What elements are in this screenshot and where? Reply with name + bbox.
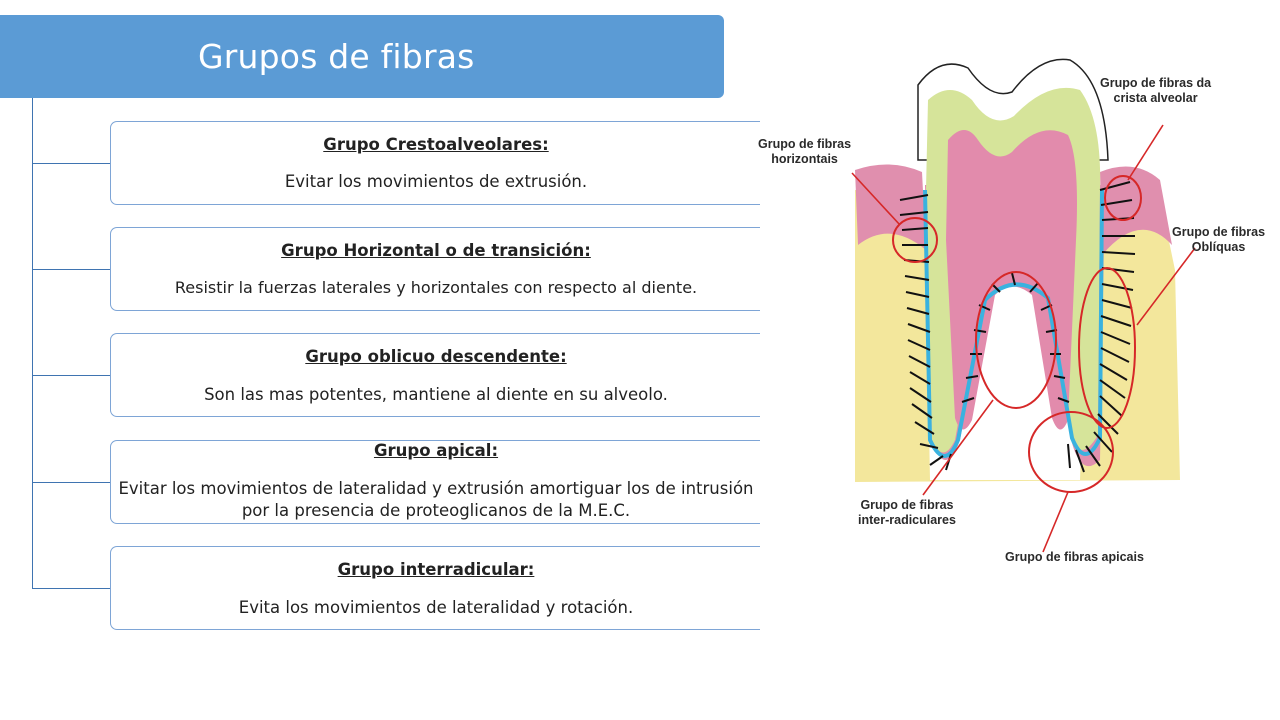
label-text: Grupo de fibras Oblíquas [1172, 225, 1266, 254]
tree-connector [32, 269, 112, 270]
label-inter-radiculares: Grupo de fibras inter-radiculares [858, 498, 956, 528]
fiber-group-card-crestoalveolar: Grupo Crestoalveolares: Evitar los movim… [110, 121, 760, 205]
circle-apical [1028, 411, 1114, 493]
label-text: Grupo de fibras inter-radiculares [858, 498, 956, 527]
card-title: Grupo Horizontal o de transición: [281, 241, 591, 260]
highlight-circles [892, 175, 1142, 493]
label-text: Grupo de fibras horizontais [758, 137, 852, 166]
tree-connector-vertical [32, 98, 33, 588]
label-obliquas: Grupo de fibras Oblíquas [1172, 225, 1265, 255]
label-text: Grupo de fibras apicais [1005, 550, 1144, 564]
slide-title: Grupos de fibras [198, 37, 475, 76]
tree-connector [32, 482, 112, 483]
gingiva [1100, 166, 1172, 255]
fiber-group-card-apical: Grupo apical: Evitar los movimientos de … [110, 440, 760, 524]
label-crista-alveolar: Grupo de fibras da crista alveolar [1100, 76, 1211, 106]
tooth-fiber-diagram: Grupo de fibras da crista alveolar Grupo… [750, 40, 1280, 580]
card-text: Resistir la fuerzas laterales y horizont… [174, 278, 698, 297]
circle-interradicular [975, 271, 1057, 409]
pulp [946, 130, 1077, 430]
card-text: Evita los movimientos de lateralidad y r… [238, 598, 634, 617]
card-text: Son las mas potentes, mantiene al diente… [204, 385, 668, 404]
tree-connector [32, 375, 112, 376]
fiber-group-card-horizontal: Grupo Horizontal o de transición: Resist… [110, 227, 760, 311]
tooth-illustration [851, 58, 1196, 553]
slide-title-bar: Grupos de fibras [0, 15, 724, 98]
label-text: Grupo de fibras da crista alveolar [1100, 76, 1212, 105]
card-text: Evitar los movimientos de lateralidad y … [118, 479, 754, 520]
card-title: Grupo Crestoalveolares: [323, 135, 549, 154]
card-title: Grupo oblicuo descendente: [305, 347, 567, 366]
label-horizontais: Grupo de fibras horizontais [758, 137, 851, 167]
label-apicais: Grupo de fibras apicais [1005, 550, 1144, 565]
card-text: Evitar los movimientos de extrusión. [284, 172, 588, 191]
card-title: Grupo interradicular: [337, 560, 535, 579]
circle-obliquas [1078, 267, 1136, 429]
fiber-group-card-oblicuo: Grupo oblicuo descendente: Son las mas p… [110, 333, 760, 417]
tree-connector [32, 163, 112, 164]
circle-horizontal [892, 217, 938, 263]
circle-crista [1104, 175, 1142, 221]
pointer-lines [851, 124, 1196, 553]
card-title: Grupo apical: [373, 441, 499, 460]
tree-connector [32, 588, 112, 589]
fiber-group-card-interradicular: Grupo interradicular: Evita los movimien… [110, 546, 760, 630]
